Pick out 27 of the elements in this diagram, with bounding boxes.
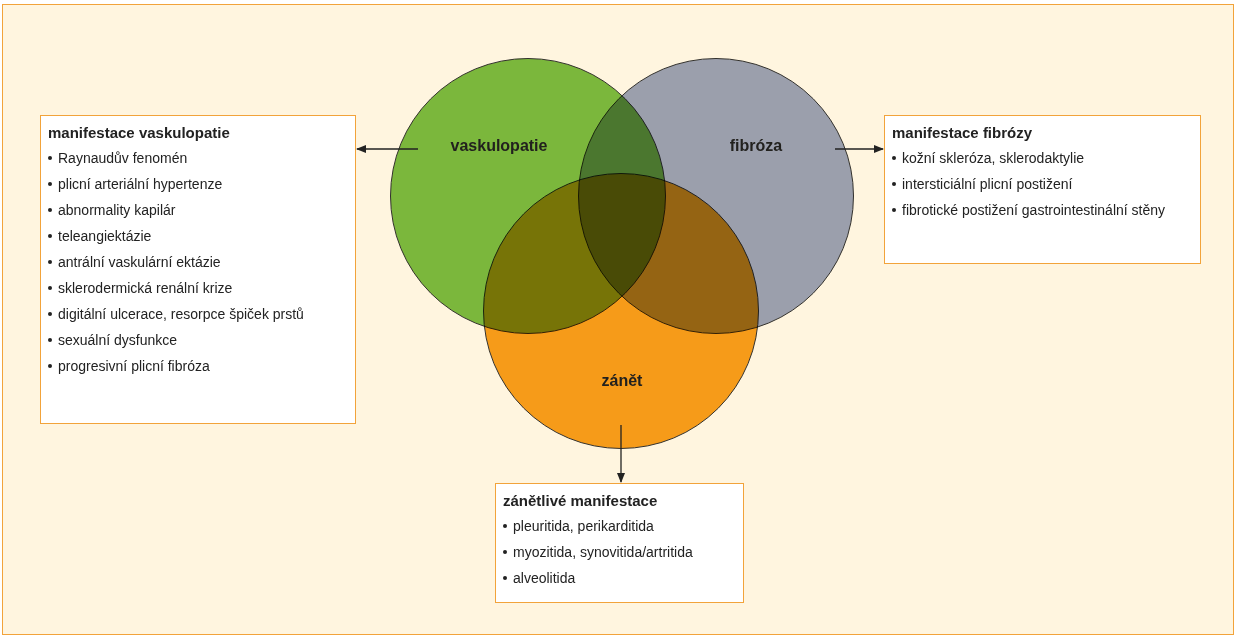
list-item: intersticiální plicní postižení <box>902 175 1074 194</box>
list-item: antrální vaskulární ektázie <box>58 253 222 272</box>
box-heading: zánětlivé manifestace <box>503 491 659 511</box>
box-heading: manifestace fibrózy <box>892 123 1034 143</box>
list-item: sexuální dysfunkce <box>58 331 179 350</box>
list-item: sklerodermická renální krize <box>58 279 234 298</box>
manifestation-box <box>495 483 744 603</box>
list-item: digitální ulcerace, resorpce špiček prstů <box>58 305 305 324</box>
list-item: kožní skleróza, sklerodaktylie <box>902 149 1086 168</box>
list-item: plicní arteriální hypertenze <box>58 175 224 194</box>
arrow <box>834 145 884 153</box>
list-item: Raynaudův fenomén <box>58 149 189 168</box>
list-item: abnormality kapilár <box>58 201 177 220</box>
box-heading: manifestace vaskulopatie <box>48 123 231 143</box>
list-item: myozitida, synovitida/artritida <box>513 543 694 562</box>
manifestation-box <box>40 115 356 424</box>
arrow <box>356 145 419 153</box>
list-item: progresivní plicní fibróza <box>58 357 211 376</box>
list-item: fibrotické postižení gastrointestinální stěny <box>902 201 1167 220</box>
list-item: alveolitida <box>513 569 577 588</box>
manifestation-box <box>884 115 1201 264</box>
list-item: teleangiektázie <box>58 227 153 246</box>
arrow <box>617 424 625 483</box>
circle-label: zánět <box>601 371 643 391</box>
circle-label: vaskulopatie <box>450 136 548 156</box>
circle-label: fibróza <box>729 136 783 156</box>
list-item: pleuritida, perikarditida <box>513 517 655 536</box>
